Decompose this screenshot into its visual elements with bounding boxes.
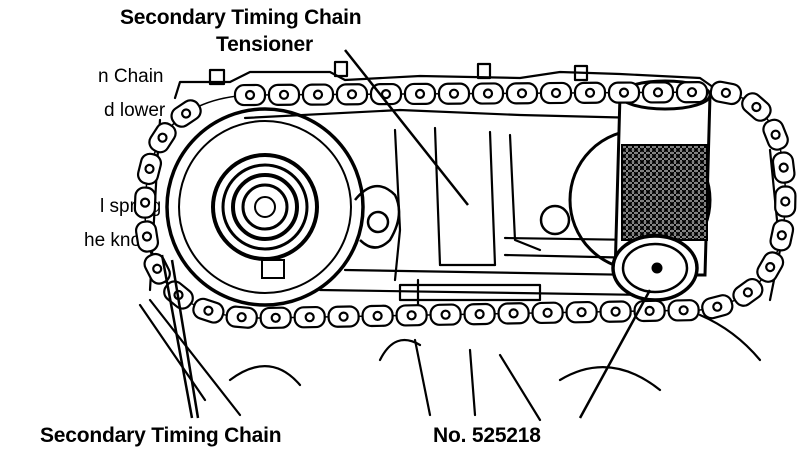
chain-link: [134, 220, 160, 253]
tensioner-leader: [344, 49, 469, 206]
body-text-line-4: he knob: [84, 230, 152, 251]
chain-link: [335, 83, 369, 106]
chain-link: [675, 81, 709, 104]
chain-link: [539, 81, 573, 105]
middle-gear: [354, 185, 401, 249]
chain-link: [667, 299, 700, 322]
chain-link: [361, 304, 394, 328]
chain-tool: [611, 79, 712, 302]
tensioner-label-line-1: Secondary Timing Chain: [120, 6, 362, 29]
chain-link: [225, 305, 258, 329]
chain-link: [437, 82, 471, 105]
chain-link: [170, 99, 202, 128]
chain-link: [233, 83, 267, 107]
chain-link: [136, 152, 163, 186]
chain-link: [709, 80, 743, 106]
chain-label: Secondary Timing Chain: [40, 424, 282, 447]
chain-link: [267, 83, 301, 106]
chain-link: [573, 81, 607, 104]
tool-number-label: No. 525218: [433, 424, 541, 447]
chain-link: [599, 300, 632, 323]
left-sprocket: [165, 107, 365, 307]
chain-link: [732, 277, 764, 307]
chain-link: [192, 297, 225, 324]
body-text-line-2: d lower: [104, 100, 166, 121]
chain-link: [769, 219, 795, 252]
secondary-timing-chain: [133, 80, 797, 330]
chain-leader-a: [160, 254, 194, 419]
tensioner-label-line-2: Tensioner: [216, 33, 313, 56]
chain-link: [497, 302, 530, 325]
chain-link: [293, 305, 326, 329]
chain-link: [762, 118, 789, 151]
chain-link: [607, 81, 641, 104]
chain-link: [741, 92, 772, 122]
chain-link: [505, 82, 539, 105]
chain-link: [471, 82, 505, 105]
chain-link: [395, 304, 428, 327]
chain-link: [301, 83, 335, 106]
chain-link: [463, 302, 496, 326]
chain-link: [701, 294, 734, 320]
chain-link: [143, 252, 171, 285]
chain-link: [641, 81, 675, 104]
chain-link: [565, 300, 598, 324]
chain-leader-b: [170, 259, 200, 419]
chain-link: [771, 151, 796, 184]
chain-link: [327, 305, 360, 328]
chain-link: [756, 251, 785, 283]
chain-link: [133, 186, 157, 219]
chain-link: [259, 306, 292, 330]
chain-link: [369, 82, 403, 106]
body-text-line-1: n Chain: [98, 66, 164, 87]
chain-link: [403, 82, 437, 106]
chain-link: [148, 122, 177, 154]
tool-leader: [578, 289, 652, 419]
chain-link: [429, 303, 462, 326]
chain-link: [531, 301, 564, 325]
chain-link: [774, 185, 797, 218]
leader-lines: [160, 49, 652, 419]
engine-block-outline: [138, 60, 782, 422]
